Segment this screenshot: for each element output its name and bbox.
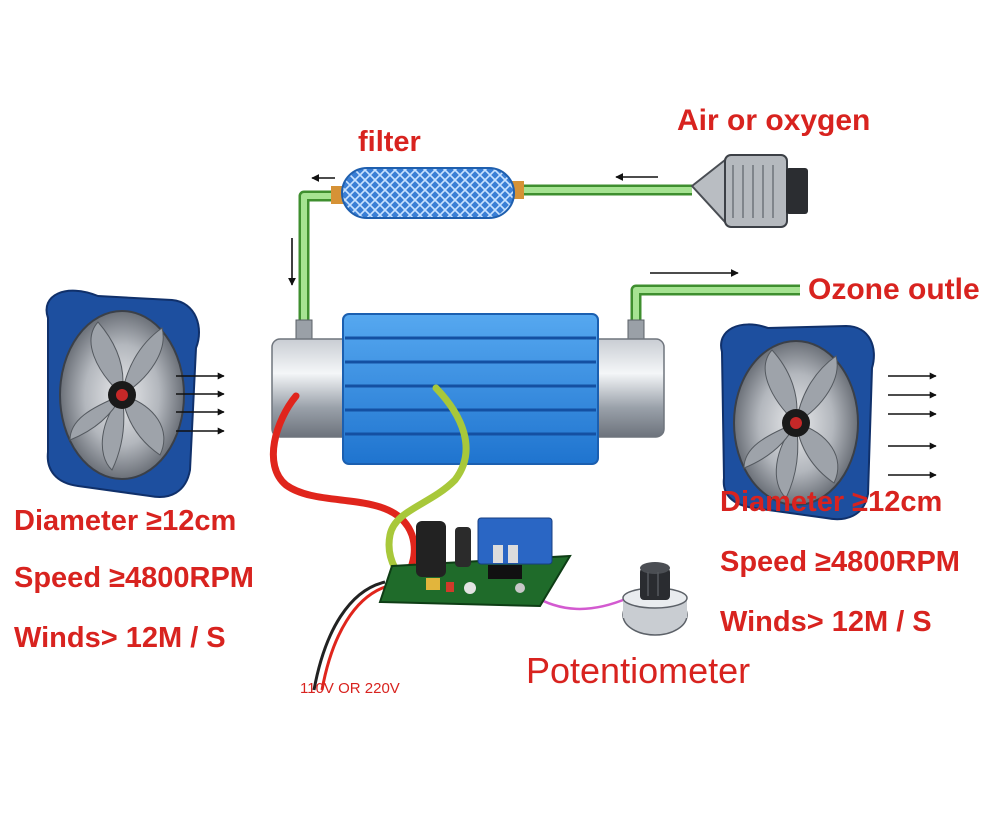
filter-canister: [331, 168, 524, 218]
right-fan-speed-label: Speed ≥4800RPM: [720, 546, 960, 579]
air-or-oxygen-label: Air or oxygen: [677, 104, 870, 138]
potentiometer-label: Potentiometer: [526, 650, 750, 692]
voltage-label: 110V OR 220V: [300, 680, 400, 697]
potentiometer-knob-icon: [623, 562, 687, 635]
power-cable-red: [322, 586, 388, 690]
air-inlet-nozzle: [692, 155, 808, 227]
right-fan-winds-label: Winds> 12M / S: [720, 606, 932, 639]
ozone-outlet-label: Ozone outle: [808, 273, 980, 307]
left-fan-winds-label: Winds> 12M / S: [14, 622, 226, 655]
left-fan-speed-label: Speed ≥4800RPM: [14, 562, 254, 595]
right-fan-airflow-arrows: [888, 376, 936, 475]
filter-label: filter: [358, 126, 421, 159]
left-fan-diameter-label: Diameter ≥12cm: [14, 505, 236, 538]
right-fan-diameter-label: Diameter ≥12cm: [720, 486, 942, 519]
